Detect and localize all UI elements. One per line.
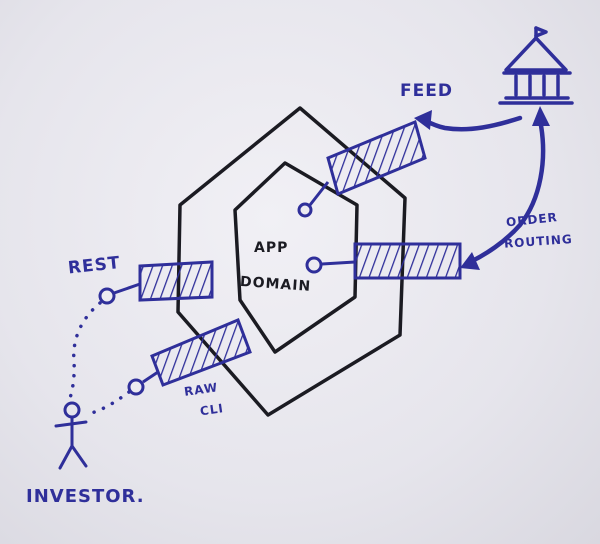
order-routing-adapter	[305, 242, 462, 280]
rest-label: REST	[67, 253, 121, 278]
feed-arrow	[414, 110, 523, 132]
app-domain-label-line1: APP	[254, 240, 288, 256]
raw-cli-port-circle	[127, 378, 145, 396]
investor-to-cli-dotted-line	[86, 390, 131, 416]
rest-port-circle	[98, 287, 116, 305]
bank-building-icon	[498, 26, 574, 105]
outer-hexagon-adapter-layer	[176, 106, 407, 417]
raw-cli-label-line1: RAW	[183, 380, 219, 399]
app-domain-label-line2: DOMAIN	[240, 274, 312, 295]
rest-adapter	[98, 260, 214, 305]
order-routing-arrow	[460, 106, 550, 270]
investor-to-rest-dotted-line	[68, 301, 102, 400]
investor-label: INVESTOR.	[26, 486, 145, 507]
raw-cli-adapter	[127, 318, 252, 396]
order-routing-label-line2: ROUTING	[504, 232, 574, 251]
inner-hexagon-app-domain	[233, 161, 359, 354]
stick-figure-icon	[54, 401, 88, 470]
feed-label: FEED	[400, 81, 453, 101]
order-port-circle	[305, 256, 323, 274]
feed-port-circle	[297, 202, 313, 218]
order-routing-label-line1: ORDER	[505, 210, 558, 229]
raw-cli-label-line2: CLI	[199, 401, 225, 418]
feed-adapter	[297, 119, 427, 218]
